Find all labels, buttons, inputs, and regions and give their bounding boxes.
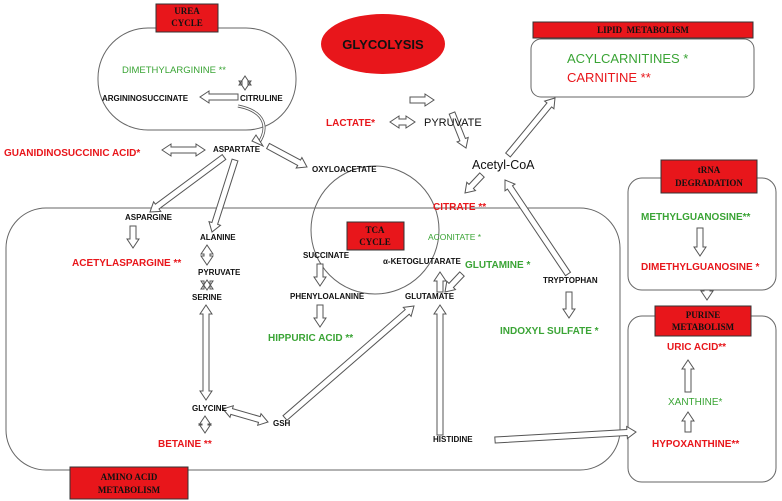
- node-gsh: GSH: [273, 419, 291, 428]
- node-succinate: SUCCINATE: [303, 251, 350, 260]
- curved-arrow-inner: [237, 105, 265, 145]
- node-acetylaspargine: ACETYLASPARGINE **: [72, 258, 181, 269]
- arrow-hypoxanthine-xanthine: [681, 411, 695, 433]
- node-glutamine: GLUTAMINE *: [465, 260, 530, 271]
- arrow-phenylalanine-hippuric: [313, 304, 327, 328]
- glycolysis-ellipse: [321, 14, 445, 74]
- trna-header-line2: DEGRADATION: [675, 178, 743, 188]
- glycolysis-label: GLYCOLYSIS: [342, 37, 424, 52]
- node-glutamate: GLUTAMATE: [405, 292, 455, 301]
- arrow-citruline-dimethylarginine: [238, 75, 252, 91]
- node-uric-acid: URIC ACID**: [667, 342, 726, 353]
- arrow-tryptophan-acetylcoa: [504, 179, 572, 277]
- arrow-gsh-glutamate: [282, 305, 415, 422]
- arrow-citruline-argininosuccinate: [199, 90, 239, 104]
- node-aconitate: ACONITATE *: [428, 232, 482, 242]
- arrow-aspartate-alanine: [208, 158, 239, 233]
- arrow-glycolysis-pyruvate-a: [409, 93, 435, 107]
- arrow-aspartate-aspargine: [149, 153, 227, 213]
- arrow-trna-purine: [700, 289, 714, 301]
- curved-arrow-outer: [237, 104, 266, 145]
- arrow-glutamate-ketoglutarate: [433, 271, 447, 293]
- lipid-header: [532, 21, 754, 39]
- node-serine: SERINE: [192, 293, 222, 302]
- node-aspartate: ASPARTATE: [213, 145, 261, 154]
- amino-header-line1: AMINO ACID: [101, 472, 158, 482]
- purine-header-line1: PURINE: [686, 310, 721, 320]
- node-glycine: GLYCINE: [192, 404, 227, 413]
- purine-header: [654, 305, 752, 337]
- arrow-guanidinosuccinic-aspartate: [161, 143, 206, 157]
- node-betaine: BETAINE **: [158, 439, 212, 450]
- arrows-layer: [126, 75, 714, 444]
- amino-header: [69, 466, 189, 500]
- amino-header-line2: METABOLISM: [98, 485, 161, 495]
- arrow-succinate-phenylalanine: [313, 263, 327, 287]
- node-methylguanosine: METHYLGUANOSINE**: [641, 212, 751, 223]
- node-argininosuccinate: ARGININOSUCCINATE: [102, 94, 189, 103]
- trna-header: [660, 159, 758, 194]
- urea-cycle-outline: [97, 27, 297, 131]
- trna-header-line1: tRNA: [698, 165, 721, 175]
- arrow-glycine-gsh: [222, 404, 269, 427]
- arrow-alanine-pyruvate: [200, 244, 214, 266]
- node-carnitine: CARNITINE **: [567, 70, 651, 85]
- tca-header: [346, 221, 405, 251]
- arrow-serine-glycine: [199, 304, 213, 401]
- lipid-header-label: LIPID METABOLISM: [597, 25, 689, 35]
- node-indoxyl-sulfate: INDOXYL SULFATE *: [500, 326, 599, 337]
- tca-header-line1: TCA: [365, 225, 385, 235]
- node-citruline: CITRULINE: [240, 94, 283, 103]
- arrow-histidine-hypoxanthine: [494, 425, 637, 444]
- arrow-glutamine-glutamate: [444, 271, 465, 293]
- node-guanidinosuccinic-acid: GUANIDINOSUCCINIC ACID*: [4, 148, 140, 159]
- node-lactate: LACTATE*: [326, 118, 375, 129]
- arrow-tryptophan-indoxyl: [562, 291, 576, 319]
- urea-header-line2: CYCLE: [171, 18, 203, 28]
- node-alanine: ALANINE: [200, 233, 236, 242]
- amino-acid-metabolism-box: [5, 207, 621, 471]
- node-histidine: HISTIDINE: [433, 435, 473, 444]
- urea-header-line1: UREA: [174, 6, 200, 16]
- lipid-metabolism-box: [530, 38, 755, 98]
- arrow-histidine-glutamate: [433, 304, 447, 436]
- arrow-glycine-betaine: [198, 415, 212, 434]
- node-oxyloacetate: OXYLOACETATE: [312, 165, 377, 174]
- purine-header-line2: METABOLISM: [672, 322, 735, 332]
- node-ketoglutarate: α-KETOGLUTARATE: [383, 257, 461, 266]
- node-acetyl-coa: Acetyl-CoA: [472, 158, 535, 172]
- node-pyruvate-top: PYRUVATE: [424, 117, 482, 129]
- node-dimethylarginine: DIMETHYLARGININE **: [122, 65, 226, 76]
- node-hypoxanthine: HYPOXANTHINE**: [652, 439, 739, 450]
- arrow-acetylcoa-citrate: [464, 172, 485, 194]
- node-hippuric-acid: HIPPURIC ACID **: [268, 333, 353, 344]
- arrow-pyruvate-acetylcoa: [448, 111, 469, 149]
- arrow-xanthine-uricacid: [681, 359, 695, 393]
- node-citrate: CITRATE **: [433, 202, 486, 213]
- node-aspargine: ASPARGINE: [125, 213, 173, 222]
- arrow-aspartate-oxyloacetate: [265, 142, 308, 169]
- tca-header-line2: CYCLE: [359, 237, 391, 247]
- arrow-lactate-pyruvate: [389, 115, 416, 129]
- urea-cycle-header: [155, 3, 219, 33]
- node-pyruvate-mid: PYRUVATE: [198, 268, 241, 277]
- node-tryptophan: TRYPTOPHAN: [543, 276, 598, 285]
- arrow-acetylcoa-lipid: [504, 97, 556, 158]
- curved-arrow-head: [251, 134, 265, 148]
- tca-cycle-circle: [310, 165, 440, 295]
- node-acylcarnitines: ACYLCARNITINES *: [567, 51, 688, 66]
- node-phenylalanine: PHENYLOALANINE: [290, 292, 365, 301]
- node-xanthine: XANTHINE*: [668, 397, 723, 408]
- arrow-pyruvate-serine: [200, 279, 214, 291]
- arrow-aspargine-acetylaspargine: [126, 225, 140, 249]
- node-dimethylguanosine: DIMETHYLGUANOSINE *: [641, 262, 759, 273]
- arrow-methylguanosine-dimethylguanosine: [693, 227, 707, 257]
